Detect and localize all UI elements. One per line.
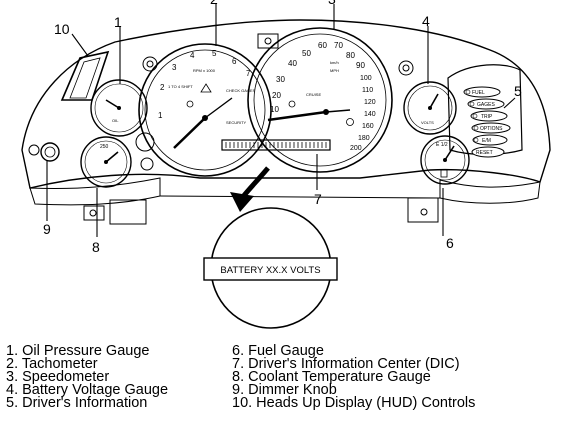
tachometer: 1 2 3 4 5 6 7 RPM x 1000 1 TO 4 SHIFT CH… bbox=[138, 43, 272, 177]
legend-item-9: 9. Dimmer Knob bbox=[232, 382, 337, 398]
legend-item-6: 6. Fuel Gauge bbox=[232, 343, 324, 359]
dic-zoom-callout: BATTERY XX.X VOLTS bbox=[203, 166, 338, 329]
dimmer-knob[interactable] bbox=[28, 142, 60, 162]
tach-scale-6: 6 bbox=[232, 57, 237, 66]
callout-1: 1 bbox=[114, 14, 122, 30]
dic-button-fuel-label: FUEL bbox=[472, 90, 485, 96]
tach-scale-5: 5 bbox=[212, 49, 217, 58]
speed-scale-90: 90 bbox=[356, 61, 365, 70]
callout-numbers: 1 2 3 4 5 6 7 8 9 10 bbox=[43, 0, 522, 255]
speed-scale-60: 60 bbox=[318, 41, 327, 50]
legend-item-10: 10. Heads Up Display (HUD) Controls bbox=[232, 395, 476, 411]
callout-4: 4 bbox=[422, 13, 430, 29]
speed-scale-30: 30 bbox=[276, 75, 285, 84]
callout-9: 9 bbox=[43, 221, 51, 237]
battery-voltage-gauge: VOLTS bbox=[403, 81, 457, 135]
tach-scale-4: 4 bbox=[190, 51, 195, 60]
cluster-housing bbox=[21, 19, 551, 225]
speed-scale-50: 50 bbox=[302, 49, 311, 58]
tach-scale-2: 2 bbox=[160, 83, 165, 92]
callout-5: 5 bbox=[514, 83, 522, 99]
instrument-cluster-diagram: 1 2 3 4 5 6 7 RPM x 1000 1 TO 4 SHIFT CH… bbox=[21, 0, 551, 329]
legend-left-column: 1. Oil Pressure Gauge 2. Tachometer 3. S… bbox=[6, 343, 169, 411]
speed-scale-10: 10 bbox=[270, 105, 279, 114]
speed-scale-180: 180 bbox=[358, 135, 370, 142]
speed-unit-mph: MPH bbox=[330, 68, 339, 73]
tach-check-gages: CHECK GAGES bbox=[226, 88, 256, 93]
speed-scale-160: 160 bbox=[362, 123, 374, 130]
bezel-details bbox=[135, 56, 414, 171]
indicator-icon bbox=[186, 100, 194, 108]
dic-button-em-label: E/M bbox=[482, 138, 491, 144]
tach-shift: 1 TO 4 SHIFT bbox=[168, 84, 193, 89]
speed-scale-70: 70 bbox=[334, 41, 343, 50]
oil-can-icon bbox=[288, 100, 296, 108]
legend-item-7: 7. Driver's Information Center (DIC) bbox=[232, 356, 460, 372]
coolant-gauge-label: 250 bbox=[100, 144, 109, 150]
dic-button-fuel[interactable]: FUEL bbox=[463, 86, 501, 98]
speed-scale-20: 20 bbox=[272, 91, 281, 100]
dic-button-gages[interactable]: GAGES bbox=[467, 98, 505, 110]
oil-gauge-label: OIL bbox=[112, 118, 119, 123]
warning-light-icon bbox=[200, 83, 212, 93]
fuel-gauge-label: E 1/2 bbox=[436, 142, 448, 148]
dic-button-options-label: OPTIONS bbox=[480, 126, 503, 132]
coolant-temperature-gauge: 250 bbox=[80, 136, 132, 188]
zoom-arrow-icon bbox=[240, 166, 270, 200]
legend-right-column: 6. Fuel Gauge 7. Driver's Information Ce… bbox=[232, 343, 476, 411]
legend-item-4: 4. Battery Voltage Gauge bbox=[6, 382, 169, 398]
legend-item-8: 8. Coolant Temperature Gauge bbox=[232, 369, 431, 385]
tach-unit: RPM x 1000 bbox=[193, 68, 216, 73]
speed-unit-kmh: km/h bbox=[330, 60, 339, 65]
speed-scale-40: 40 bbox=[288, 59, 297, 68]
legend-item-1: 1. Oil Pressure Gauge bbox=[6, 343, 150, 359]
speed-scale-80: 80 bbox=[346, 51, 355, 60]
speedometer: 10 20 30 40 50 60 70 80 90 100 110 120 1… bbox=[247, 27, 393, 173]
dic-button-options[interactable]: OPTIONS bbox=[471, 122, 511, 134]
speed-scale-120: 120 bbox=[364, 99, 376, 106]
callout-10: 10 bbox=[54, 21, 70, 37]
speed-scale-140: 140 bbox=[364, 111, 376, 118]
abs-icon bbox=[346, 118, 354, 126]
dic-button-reset-label: RESET bbox=[476, 150, 493, 156]
tach-scale-1: 1 bbox=[158, 111, 163, 120]
callout-2: 2 bbox=[210, 0, 218, 7]
tach-security: SECURITY bbox=[226, 120, 247, 125]
speed-cruise-label: CRUISE bbox=[306, 92, 321, 97]
legend-item-3: 3. Speedometer bbox=[6, 369, 110, 385]
fuel-gauge: E 1/2 bbox=[420, 135, 470, 185]
legend-item-5: 5. Driver's Information bbox=[6, 395, 148, 411]
callout-leaders bbox=[46, 4, 516, 237]
speed-scale-100: 100 bbox=[360, 75, 372, 82]
dic-display-readout: BATTERY XX.X VOLTS bbox=[220, 265, 320, 276]
fuel-pump-icon bbox=[440, 169, 448, 178]
dic-button-gages-label: GAGES bbox=[477, 102, 495, 108]
dic-button-panel: FUEL GAGES TRIP OPTIONS E/M RESET bbox=[463, 86, 511, 158]
dic-display bbox=[221, 139, 331, 151]
dic-button-trip-label: TRIP bbox=[481, 114, 493, 120]
callout-7: 7 bbox=[314, 191, 322, 207]
tach-scale-3: 3 bbox=[172, 63, 177, 72]
legend-item-2: 2. Tachometer bbox=[6, 356, 98, 372]
oil-pressure-gauge: OIL bbox=[90, 79, 148, 137]
dic-button-trip[interactable]: TRIP bbox=[470, 110, 508, 122]
speed-scale-200: 200 bbox=[350, 145, 362, 152]
callout-6: 6 bbox=[446, 235, 454, 251]
speed-scale-110: 110 bbox=[362, 87, 373, 94]
callout-3: 3 bbox=[328, 0, 336, 7]
callout-8: 8 bbox=[92, 239, 100, 255]
dic-button-em[interactable]: E/M bbox=[472, 134, 508, 146]
tach-scale-7: 7 bbox=[246, 69, 251, 78]
volt-gauge-label: VOLTS bbox=[421, 120, 434, 125]
dic-button-reset[interactable]: RESET bbox=[471, 146, 505, 158]
